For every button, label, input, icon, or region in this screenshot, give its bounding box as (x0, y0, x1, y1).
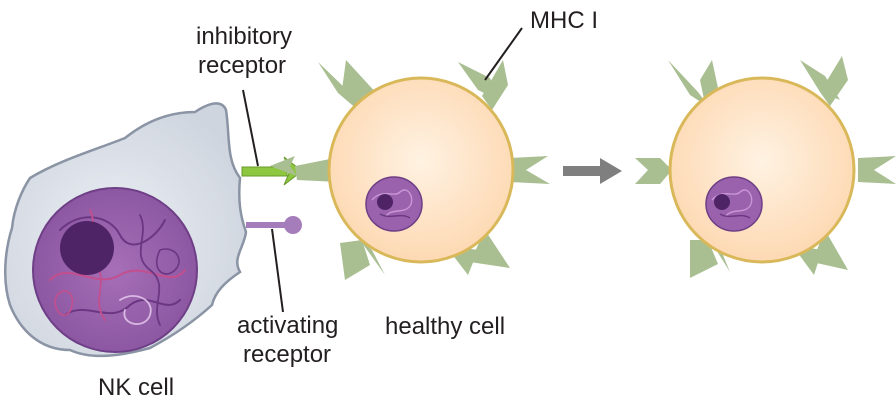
inhibitory-receptor-label-line-2: receptor (198, 52, 287, 79)
activating-receptor-label: activating receptor (237, 311, 338, 369)
inhibitory-receptor-label: inhibitory receptor (196, 22, 292, 80)
inhibitory-receptor-leader (242, 89, 259, 167)
healthy-cell-label: healthy cell (385, 313, 506, 340)
activating-receptor-leader (271, 228, 284, 313)
healthy-cell-1 (270, 60, 550, 280)
nk-cell-label: NK cell (98, 374, 175, 401)
mhc-label: MHC I (530, 7, 598, 34)
nk-cell (3, 102, 248, 358)
healthy-nucleus-2 (705, 176, 763, 232)
activating-receptor-label-line-2: receptor (243, 341, 332, 368)
nk-nucleus (32, 187, 198, 353)
nk-nucleolus (60, 221, 114, 275)
healthy-nucleus-1 (365, 176, 423, 232)
healthy-cell-2 (635, 56, 896, 278)
mhc-molecules (635, 56, 896, 278)
inhibitory-receptor-label-line-1: inhibitory (196, 23, 293, 50)
mhc-leader (484, 27, 523, 81)
activating-receptor-label-line-1: activating (237, 312, 339, 339)
activating-receptor (246, 216, 302, 234)
transition-arrow (563, 158, 622, 184)
